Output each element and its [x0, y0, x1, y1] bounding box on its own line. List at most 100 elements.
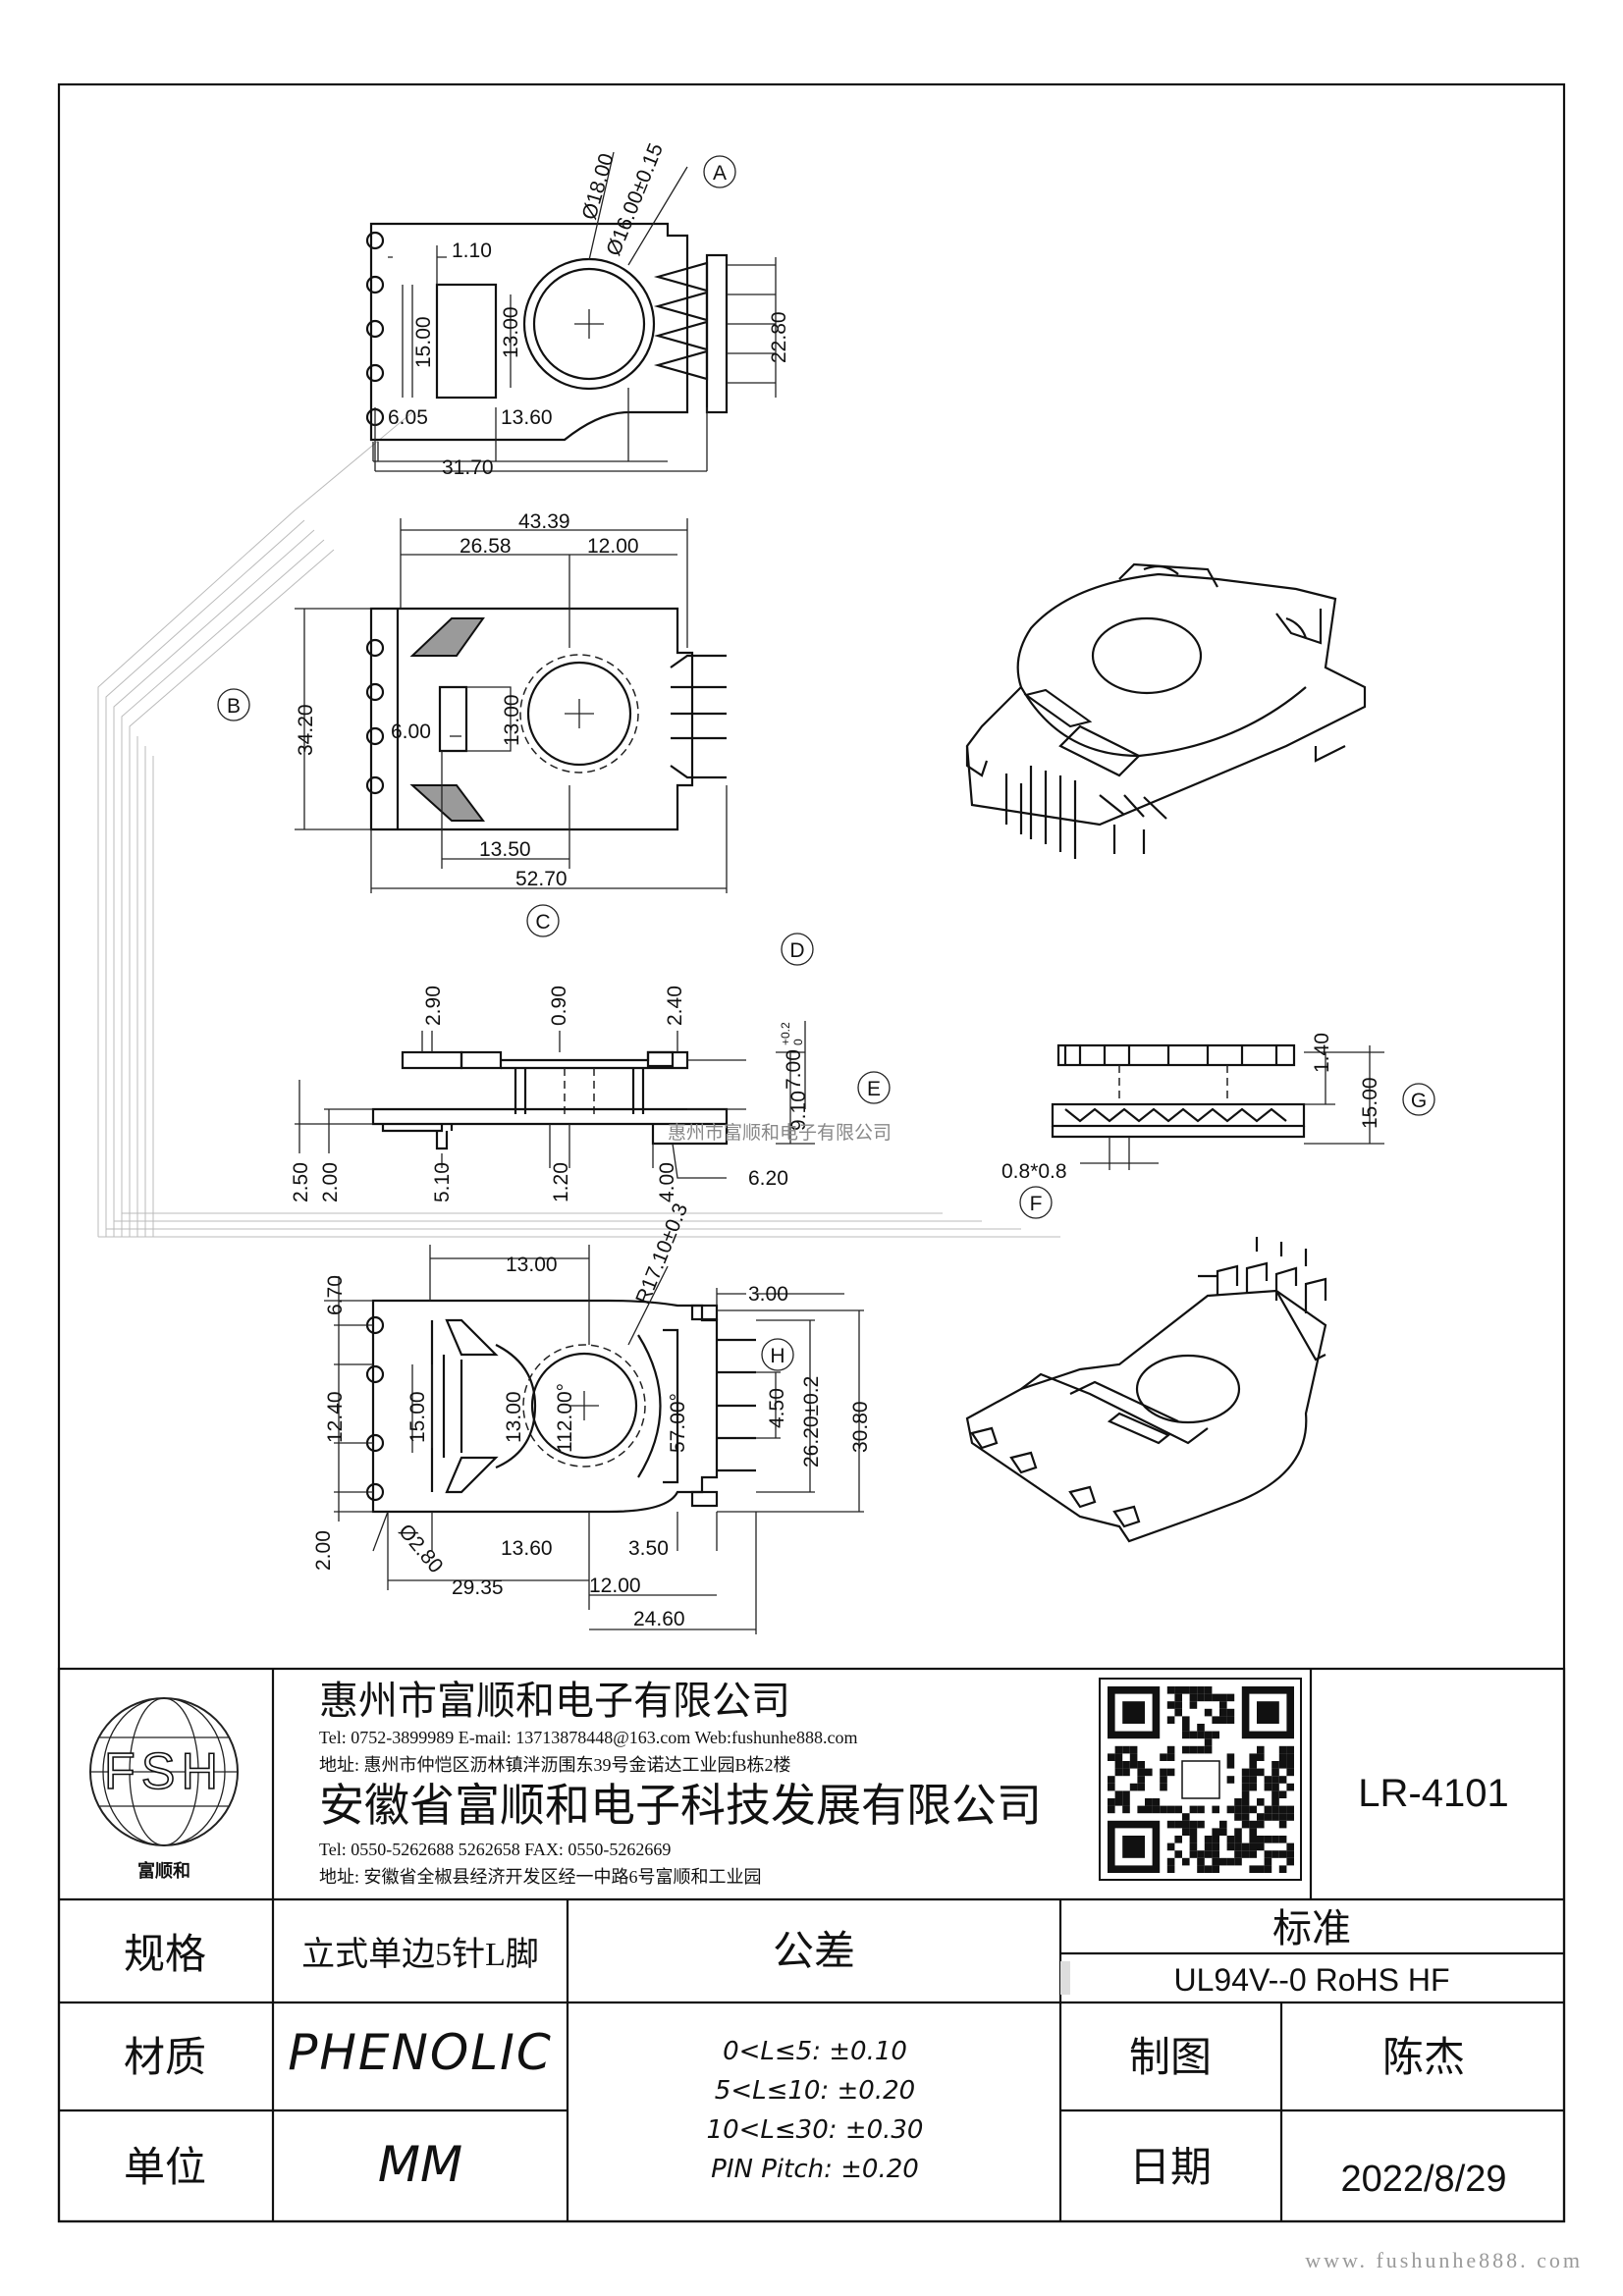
view-h-dim-10: 4.50	[766, 1388, 788, 1428]
view-d-dim-8: 5.10	[431, 1162, 454, 1202]
unit-value: MM	[378, 2136, 462, 2193]
drawn-value: 陈杰	[1382, 2035, 1465, 2081]
view-h-label: H	[761, 1338, 794, 1371]
svg-text:G: G	[1411, 1090, 1427, 1112]
company1-name: 惠州市富顺和电子有限公司	[319, 1679, 790, 1723]
view-a-dim-6: 13.60	[501, 406, 553, 429]
view-c-label: C	[526, 904, 560, 937]
svg-text:F: F	[1030, 1193, 1043, 1215]
company2-name: 安徽省富顺和电子科技发展有限公司	[319, 1781, 1042, 1831]
view-a-dim-4: 22.80	[768, 311, 790, 363]
view-h-dim-16: 3.50	[628, 1537, 669, 1560]
qr-code	[1099, 1678, 1302, 1881]
view-h-dim-5: 12.40	[324, 1391, 347, 1443]
part-number: LR-4101	[1358, 1772, 1508, 1815]
view-d-label: D	[781, 933, 814, 966]
logo-caption: 富顺和	[137, 1860, 190, 1881]
view-h-dim-13: 2.00	[312, 1530, 335, 1571]
view-h-dim-9: 57.00°	[667, 1393, 689, 1453]
view-h-dim-6: 15.00	[406, 1391, 429, 1443]
view-h-dim-17: 29.35	[452, 1576, 504, 1599]
view-b-label: B	[217, 688, 250, 721]
view-d-dim-4: 7.00 +0.2 0	[779, 1022, 805, 1090]
view-a-dim-1: 1.10	[452, 240, 492, 262]
date-value: 2022/8/29	[1340, 2159, 1506, 2200]
view-b-dim-7: 13.50	[479, 838, 531, 861]
svg-text:C: C	[535, 911, 550, 934]
view-b-dim-8: 52.70	[515, 868, 568, 890]
svg-text:B: B	[227, 695, 241, 718]
tolerance-1: 0<L≤5: ±0.10	[723, 2037, 907, 2066]
view-h-dim-4: 6.70	[324, 1275, 347, 1315]
pinstripe-decoration	[97, 411, 1060, 1238]
view-b-dim-2: 26.58	[460, 535, 512, 558]
tolerance-2: 5<L≤10: ±0.20	[715, 2076, 915, 2106]
view-d-dim-1: 2.90	[422, 986, 445, 1026]
view-g-dim-2: 15.00	[1359, 1077, 1381, 1129]
view-d-drawing	[295, 1021, 815, 1179]
view-d-dim-6: 2.50	[290, 1162, 312, 1202]
tolerance-3: 10<L≤30: ±0.30	[707, 2115, 924, 2145]
view-h-dim-1: 13.00	[506, 1254, 558, 1276]
view-f-label: F	[1019, 1186, 1053, 1219]
view-a-dim-5: 6.05	[388, 406, 428, 429]
view-h-dim-18: 12.00	[589, 1575, 641, 1597]
view-b-dim-3: 12.00	[587, 535, 639, 558]
company1-address: 地址: 惠州市仲恺区沥林镇泮沥围东39号金诺达工业园B栋2楼	[319, 1755, 791, 1775]
view-b-dim-4: 34.20	[295, 704, 317, 756]
company1-contact: Tel: 0752-3899989 E-mail: 13713878448@16…	[319, 1728, 857, 1747]
view-b-drawing	[295, 518, 728, 893]
view-h-dim-8: 112.00°	[554, 1383, 576, 1453]
view-h-drawing	[324, 1245, 864, 1634]
view-h-dim-14: Ø2.80	[394, 1520, 447, 1577]
view-d-dim-9: 1.20	[550, 1162, 572, 1202]
title-block	[57, 1667, 1566, 2223]
material-value: PHENOLIC	[288, 2024, 553, 2081]
company2-address: 地址: 安徽省全椒县经济开发区经一中路6号富顺和工业园	[319, 1867, 762, 1887]
view-h-dim-3: 3.00	[748, 1283, 788, 1306]
spec-label: 规格	[124, 1933, 206, 1978]
drawn-label: 制图	[1129, 2036, 1212, 2081]
view-d-dim-10: 4.00	[656, 1162, 678, 1202]
view-d-dim-2: 0.90	[548, 986, 570, 1026]
view-a-dim-2: 15.00	[412, 316, 435, 368]
footer-watermark: www. fushunhe888. com	[1305, 2248, 1583, 2272]
view-d-dim-7: 2.00	[319, 1162, 342, 1202]
view-b-dim-1: 43.39	[518, 510, 570, 533]
date-label: 日期	[1129, 2146, 1212, 2191]
view-a-dim-3: 13.00	[500, 306, 522, 358]
svg-text:A: A	[713, 162, 727, 185]
center-watermark: 惠州市富顺和电子有限公司	[668, 1122, 892, 1144]
view-d-dim-5: 9.10	[787, 1091, 810, 1131]
spec-value: 立式单边5针L脚	[301, 1936, 539, 1973]
view-a-diameter-outer: Ø18.00	[578, 151, 619, 223]
view-h-dim-11: 26.20±0.2	[800, 1376, 823, 1468]
view-h-dim-12: 30.80	[849, 1401, 872, 1453]
view-d-dim-11: 6.20	[748, 1167, 788, 1190]
view-a-label: A	[703, 155, 736, 188]
svg-text:E: E	[867, 1078, 881, 1100]
view-d-dim-4-tol-upper: +0.2	[779, 1022, 792, 1045]
fsh-logo: FSH 富顺和	[89, 1697, 239, 1881]
standard-label: 标准	[1272, 1906, 1351, 1950]
unit-label: 单位	[124, 2145, 206, 2191]
view-g-drawing	[1051, 1043, 1384, 1170]
isometric-view-2	[965, 1237, 1327, 1543]
view-g-dim-1: 1.40	[1311, 1033, 1333, 1073]
svg-text:D: D	[789, 939, 804, 962]
logo-letters: FSH	[104, 1743, 224, 1800]
material-label: 材质	[124, 2036, 206, 2081]
svg-text:7.00: 7.00	[783, 1049, 805, 1090]
view-d-dim-3: 2.40	[664, 986, 686, 1026]
company2-contact: Tel: 0550-5262688 5262658 FAX: 0550-5262…	[319, 1840, 671, 1859]
view-h-dim-19: 24.60	[633, 1608, 685, 1630]
view-a-drawing	[365, 151, 777, 472]
isometric-view-1	[965, 562, 1367, 859]
view-a-dim-7: 31.70	[442, 456, 494, 479]
tolerance-4: PIN Pitch: ±0.20	[711, 2155, 919, 2184]
view-d-dim-4-tol-lower: 0	[791, 1039, 805, 1045]
view-b-dim-6: 6.00	[391, 721, 431, 743]
view-b-dim-5: 13.00	[501, 694, 523, 746]
sheet-border	[57, 82, 1566, 2223]
